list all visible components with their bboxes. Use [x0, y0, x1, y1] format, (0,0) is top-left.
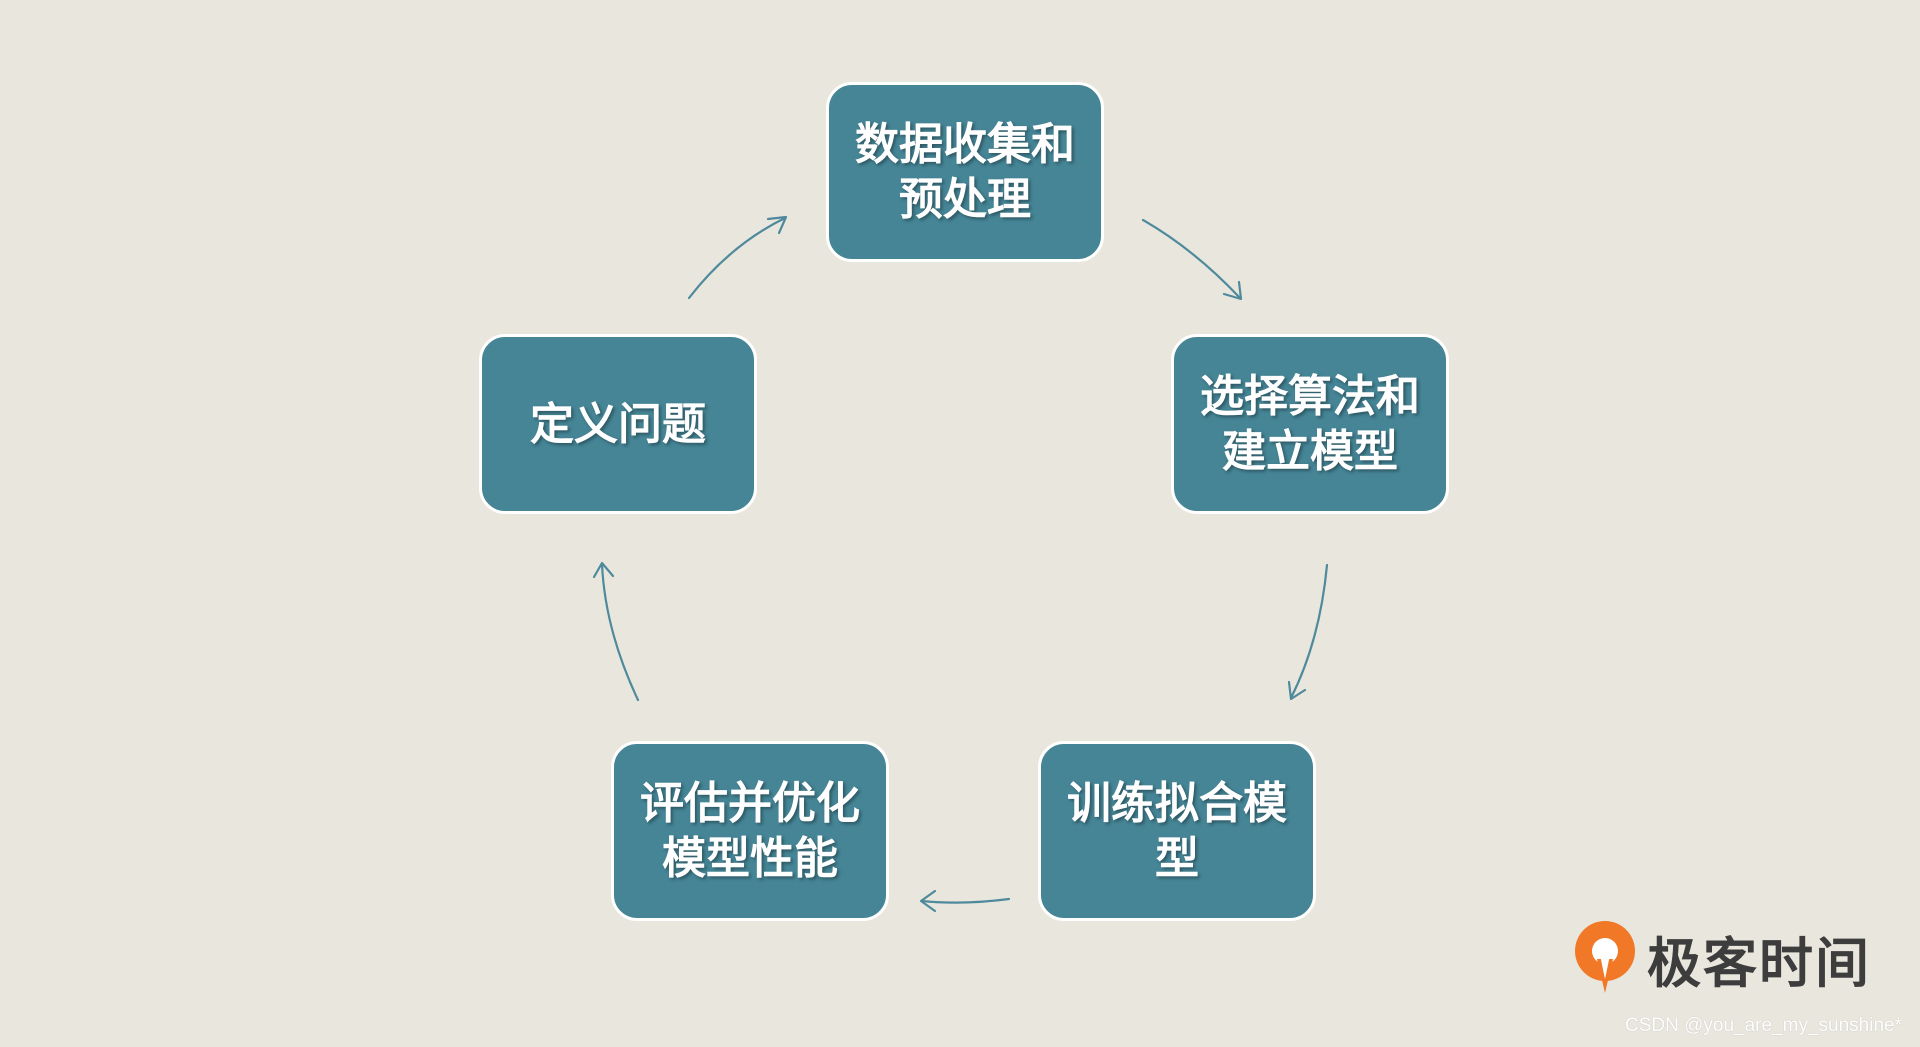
step-label: 评估并优化 模型性能	[640, 778, 860, 884]
arrow-define-to-collect	[687, 215, 788, 300]
step-label: 数据收集和 预处理	[855, 119, 1075, 225]
arrow-train-to-evaluate	[919, 889, 1011, 913]
geektime-logo-icon	[1575, 921, 1635, 993]
brand-name: 极客时间	[1647, 931, 1871, 995]
arrow-evaluate-to-define	[592, 561, 640, 702]
arrow-collect-to-select	[1141, 218, 1243, 301]
step-label: 定义问题	[530, 398, 706, 450]
brand-logo: 极客时间	[1573, 918, 1871, 998]
step-label: 训练拟合模 型	[1067, 778, 1287, 884]
csdn-watermark: CSDN @you_are_my_sunshine*	[1625, 1015, 1902, 1036]
step-label: 选择算法和 建立模型	[1200, 371, 1420, 477]
step-box-evaluate-optimize[interactable]: 评估并优化 模型性能	[611, 741, 889, 921]
step-box-train-model[interactable]: 训练拟合模 型	[1038, 741, 1316, 921]
step-box-select-algorithm[interactable]: 选择算法和 建立模型	[1171, 334, 1449, 514]
step-box-define-problem[interactable]: 定义问题	[479, 334, 757, 514]
arrow-select-to-train	[1287, 563, 1329, 701]
step-box-data-collection[interactable]: 数据收集和 预处理	[826, 82, 1104, 262]
